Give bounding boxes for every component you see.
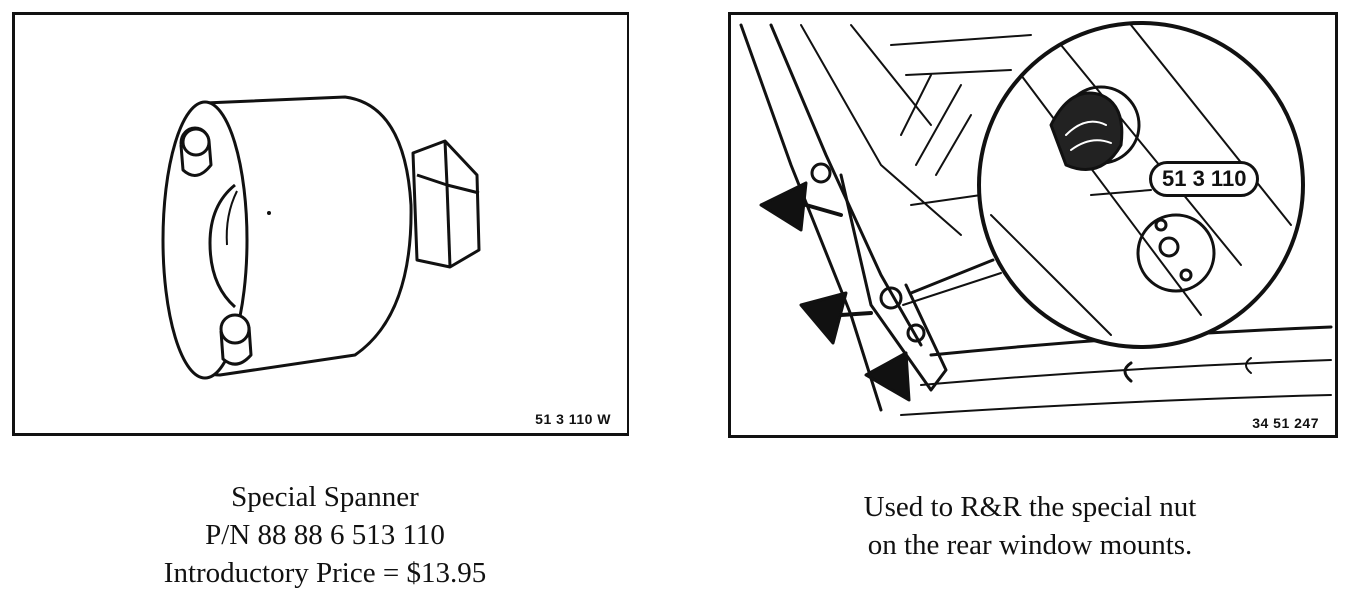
caption-title: Special Spanner	[231, 481, 419, 513]
arrow-lower	[864, 351, 911, 402]
arrow-upper	[759, 181, 808, 232]
center-bore	[208, 183, 236, 309]
figure-code-right: 34 51 247	[1252, 415, 1319, 431]
magnifier-circle	[977, 21, 1305, 349]
spanner-figure: 51 3 110 W	[12, 12, 629, 436]
spanner-caption: Special Spanner P/N 88 88 6 513 110 Intr…	[90, 478, 560, 592]
caption-usage-line2: on the rear window mounts.	[867, 529, 1193, 561]
spanner-pin-bottom	[219, 313, 253, 366]
caption-usage-line1: Used to R&R the special nut	[863, 491, 1197, 523]
figure-code-left: 51 3 110 W	[535, 411, 611, 427]
spanner-illustration	[161, 95, 481, 380]
window-mount-illustration	[739, 21, 1333, 416]
window-mount-figure: 51 3 110 34 51 247	[728, 12, 1338, 438]
caption-price: Introductory Price = $13.95	[163, 557, 487, 589]
part-number-callout: 51 3 110	[1149, 161, 1260, 197]
caption-part-number: P/N 88 88 6 513 110	[205, 519, 445, 551]
arrow-middle	[799, 291, 848, 345]
spanner-pin-top	[179, 126, 213, 177]
usage-caption: Used to R&R the special nut on the rear …	[790, 488, 1270, 564]
